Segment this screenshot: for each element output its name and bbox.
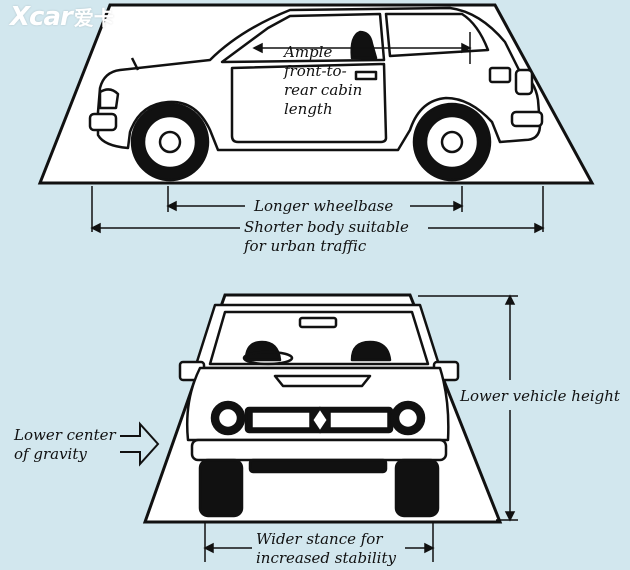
center-of-gravity-arrow — [120, 421, 160, 467]
vehicle-height-label: Lower vehicle height — [460, 387, 620, 406]
body-line-1: Shorter body suitable — [244, 218, 409, 236]
stance-dimension-line — [203, 522, 435, 562]
cabin-line-1: Ample — [284, 43, 333, 61]
cabin-line-4: length — [284, 100, 333, 118]
vehicle-height-dimension-line — [418, 294, 518, 522]
cabin-line-2: front-to- — [284, 62, 347, 80]
logo-chinese: 爱卡 — [73, 6, 114, 30]
cabin-length-arrow — [252, 32, 472, 64]
body-line-2: for urban traffic — [244, 237, 367, 255]
logo-brand: Xcar — [10, 2, 73, 32]
body-length-dimension-line — [90, 186, 545, 234]
front-view-car-illustration — [178, 303, 460, 518]
center-of-gravity-label: Lower center of gravity — [14, 426, 116, 464]
wider-stance-label: Wider stance for increased stability — [256, 530, 396, 568]
wheelbase-label: Longer wheelbase — [254, 197, 393, 216]
body-length-label: Shorter body suitable for urban traffic — [244, 218, 409, 256]
stance-line-2: increased stability — [256, 549, 396, 567]
cabin-length-label: Ample front-to- rear cabin length — [284, 43, 362, 119]
gravity-line-1: Lower center — [14, 426, 116, 444]
height-text: Lower vehicle height — [460, 387, 620, 405]
stance-line-1: Wider stance for — [256, 530, 383, 548]
cabin-line-3: rear cabin — [284, 81, 363, 99]
gravity-line-2: of gravity — [14, 445, 87, 463]
wheelbase-text: Longer wheelbase — [254, 197, 394, 215]
wheelbase-dimension-line — [166, 186, 464, 212]
